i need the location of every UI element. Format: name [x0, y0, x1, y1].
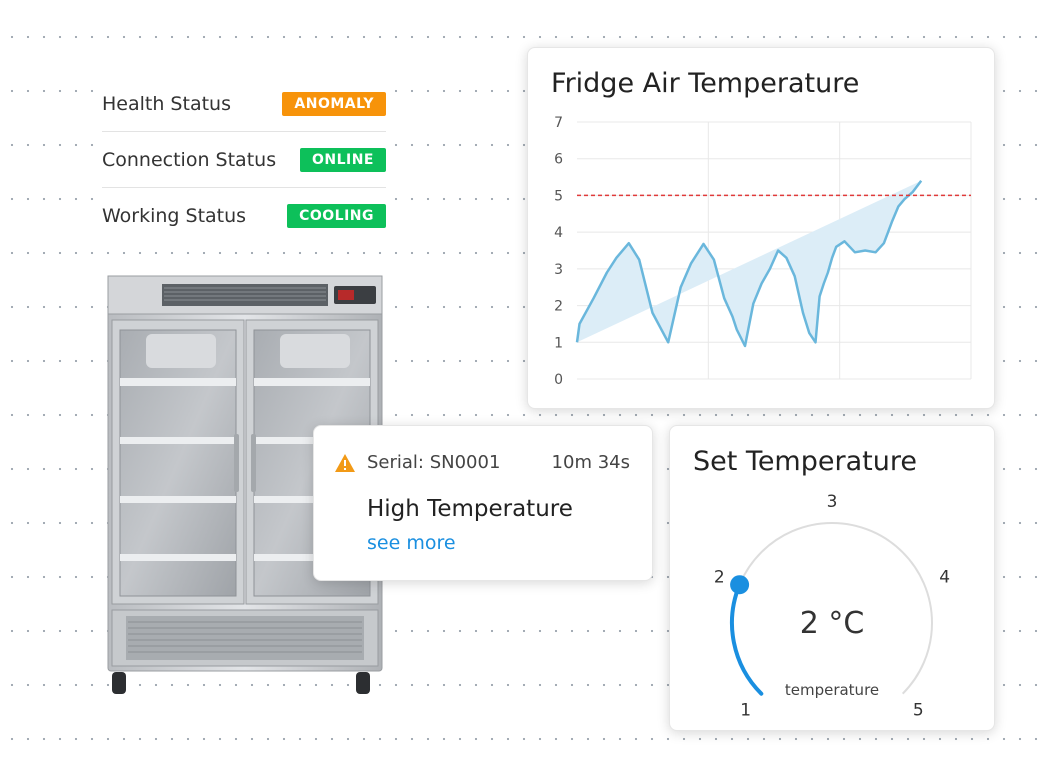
dial-scale-label: 5	[913, 700, 924, 720]
dial-scale-label: 2	[714, 567, 725, 587]
alert-elapsed-time: 10m 34s	[551, 452, 630, 473]
working-status-badge: COOLING	[287, 203, 386, 228]
chart-y-tick-label: 6	[554, 152, 563, 168]
chart-y-tick-label: 7	[554, 115, 563, 131]
fridge-control-panel	[334, 286, 376, 304]
status-panel: Health Status ANOMALY Connection Status …	[102, 76, 386, 243]
chart-title: Fridge Air Temperature	[551, 68, 860, 99]
dial-caption: temperature	[785, 681, 879, 699]
alert-title: High Temperature	[367, 496, 573, 522]
fridge-top-vent	[162, 284, 328, 306]
set-temperature-card: Set Temperature 1 2 3 4 5 2 °C temperature	[669, 425, 995, 731]
fridge-image	[107, 275, 383, 694]
connection-status-badge: ONLINE	[299, 147, 386, 172]
dial-handle[interactable]	[730, 575, 750, 595]
chart-y-tick-label: 4	[554, 225, 563, 241]
temperature-chart: 0 1 2 3 4 5 6 7	[554, 115, 972, 388]
alert-card[interactable]: Serial: SN0001 10m 34s High Temperature …	[313, 425, 653, 581]
chart-y-tick-label: 5	[554, 188, 563, 204]
dial-value-text: 2 °C	[800, 606, 865, 641]
health-status-badge: ANOMALY	[282, 91, 386, 116]
alert-serial: Serial: SN0001	[367, 452, 501, 473]
chart-y-tick-label: 1	[554, 335, 563, 351]
working-status-label: Working Status	[102, 204, 247, 227]
chart-area-fill	[577, 180, 922, 346]
health-status-row: Health Status ANOMALY	[102, 76, 386, 132]
chart-y-tick-label: 2	[554, 299, 563, 315]
dial-scale-label: 3	[827, 492, 838, 512]
temperature-dial[interactable]: 1 2 3 4 5 2 °C temperature	[670, 426, 994, 730]
fridge-wheels	[112, 672, 370, 694]
dial-scale-label: 4	[939, 567, 950, 587]
dial-scale-label: 1	[740, 700, 751, 720]
temperature-chart-card: Fridge Air Temperature 0 1 2 3 4 5 6 7	[527, 47, 995, 409]
connection-status-row: Connection Status ONLINE	[102, 132, 386, 188]
chart-series-line	[575, 179, 923, 348]
connection-status-label: Connection Status	[102, 148, 277, 171]
chart-y-tick-label: 0	[554, 372, 563, 388]
dial-progress	[729, 582, 764, 696]
fridge-bottom-grille	[111, 609, 379, 667]
working-status-row: Working Status COOLING	[102, 188, 386, 243]
fridge-handles	[234, 434, 256, 492]
chart-y-tick-label: 3	[554, 262, 563, 278]
warning-triangle-icon	[335, 453, 355, 472]
see-more-link[interactable]: see more	[367, 532, 456, 554]
health-status-label: Health Status	[102, 92, 231, 115]
alert-header: Serial: SN0001 10m 34s	[334, 452, 630, 473]
fridge-left-door	[111, 319, 245, 605]
set-temperature-title: Set Temperature	[693, 446, 917, 477]
